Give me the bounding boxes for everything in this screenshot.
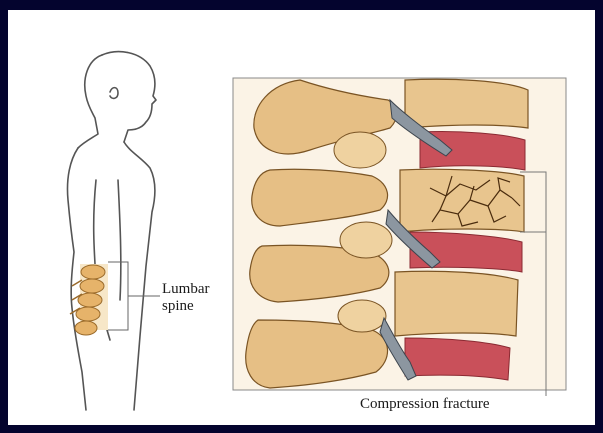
lumbar-bracket (108, 262, 160, 330)
lumbar-spine-small (70, 264, 108, 335)
lumbar-spine-label: Lumbar spine (162, 281, 209, 315)
lumbar-label-line1: Lumbar (162, 281, 209, 298)
human-silhouette (67, 52, 156, 410)
lumbar-label-line2: spine (162, 298, 209, 315)
compression-fracture-label: Compression fracture (360, 396, 490, 413)
